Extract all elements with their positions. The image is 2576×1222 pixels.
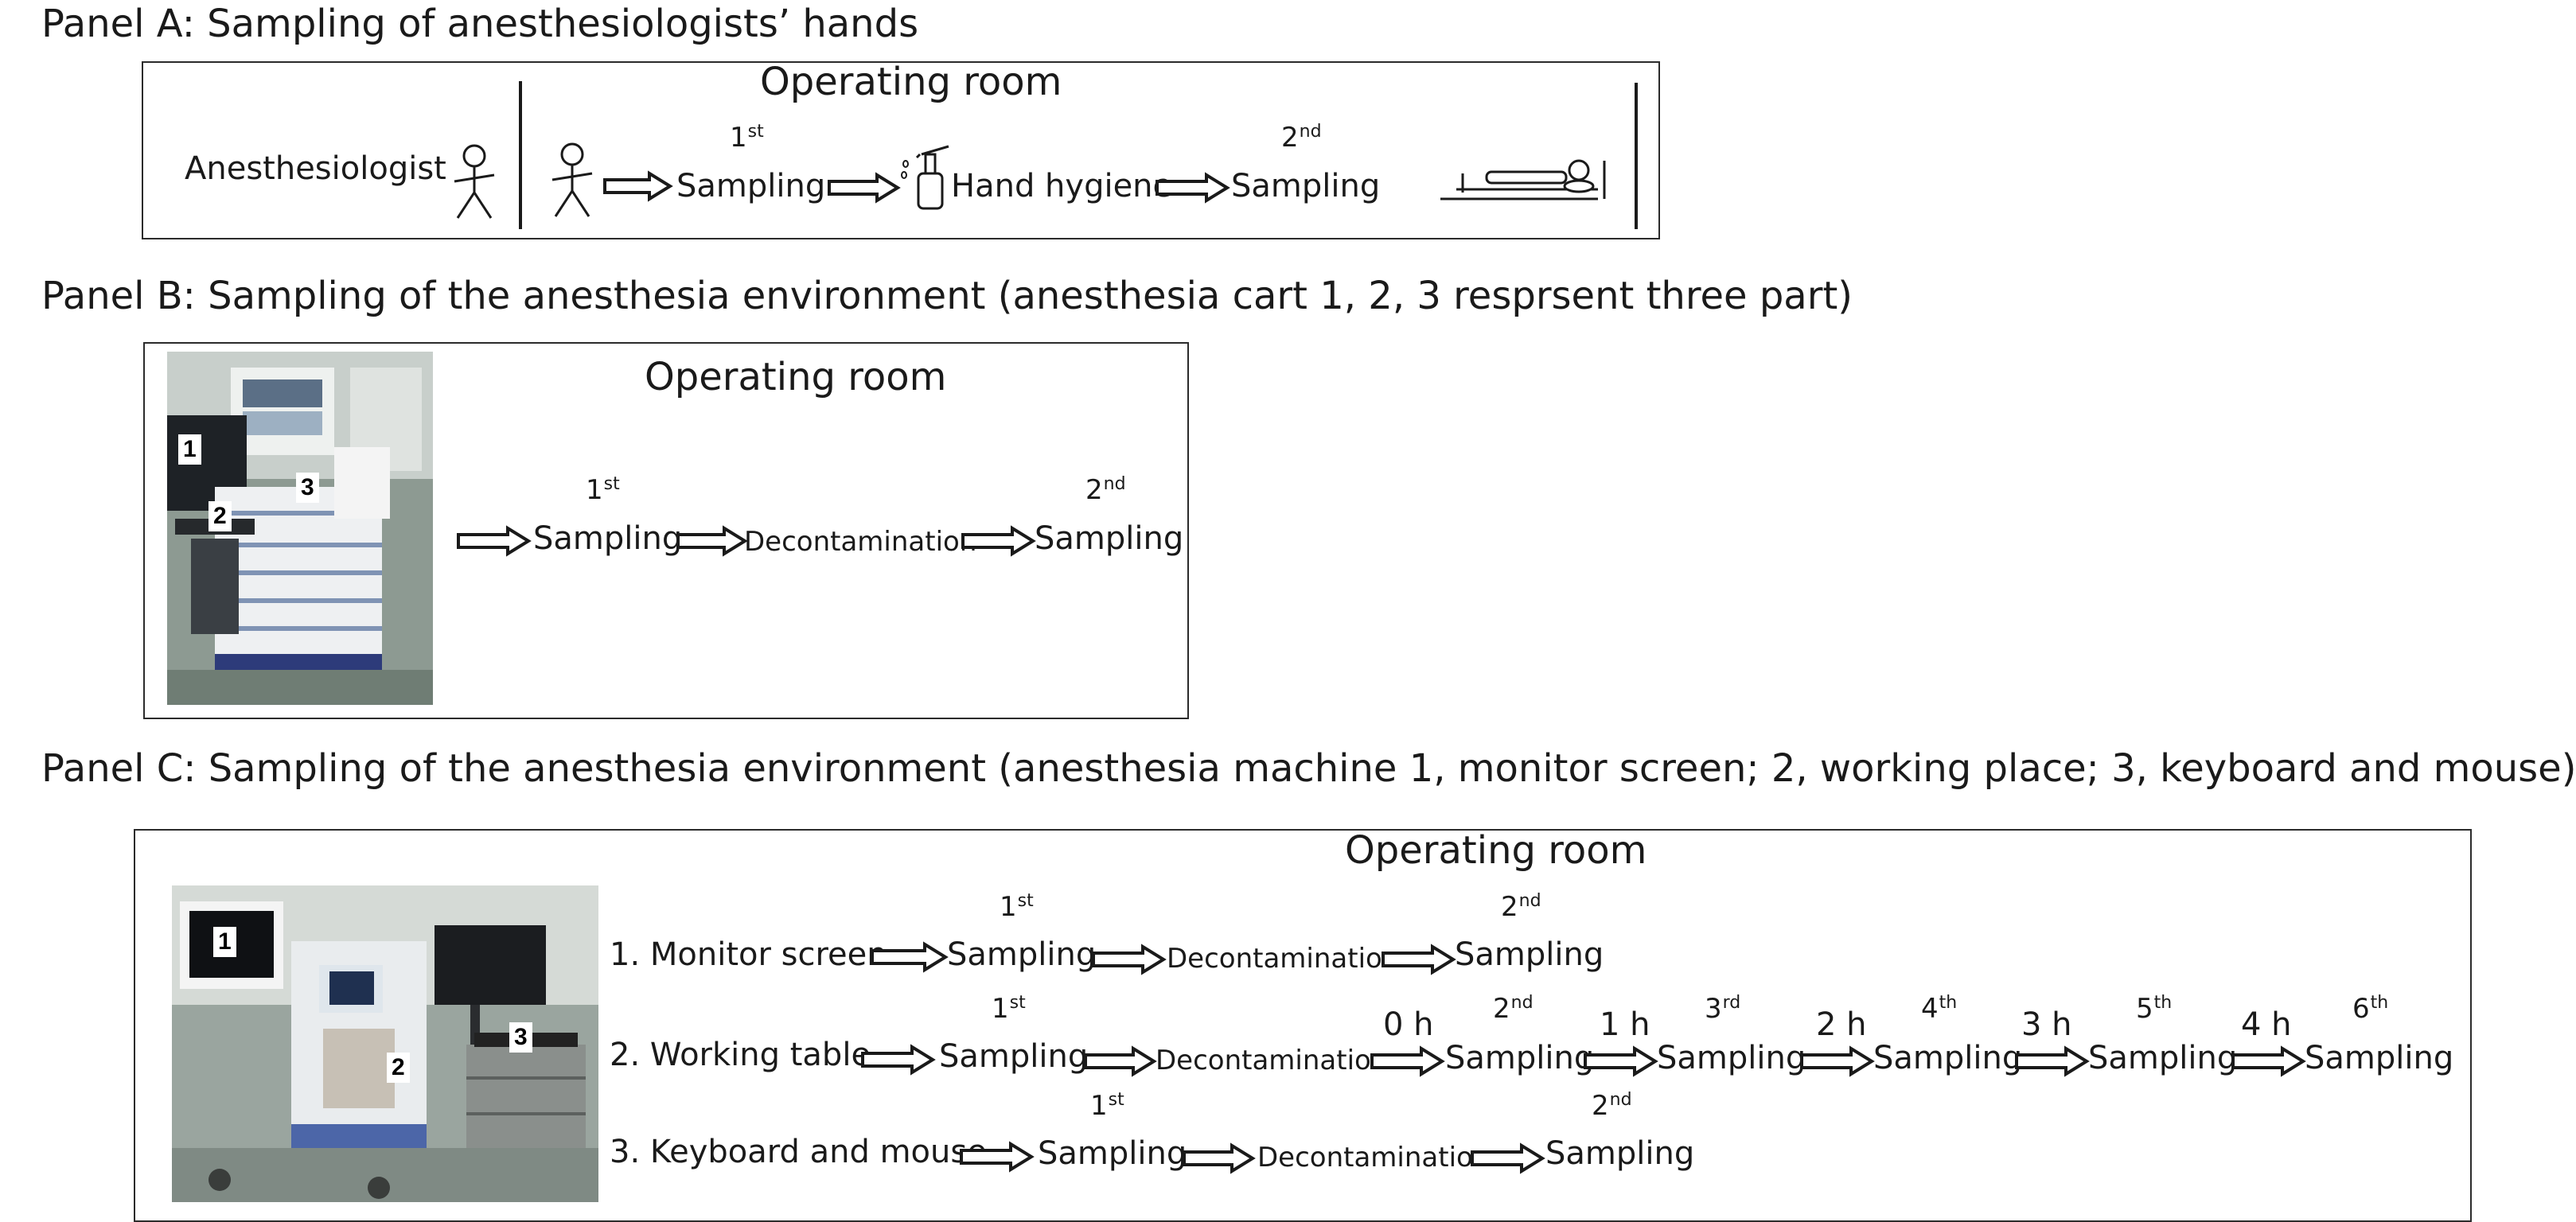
flow-arrow-icon (1183, 1142, 1256, 1174)
ordinal-second: 2nd (1085, 474, 1126, 506)
ordinal-second: 2nd (1281, 122, 1322, 154)
door-divider (519, 81, 522, 229)
row-working-table-label: 2. Working table (610, 1037, 871, 1073)
hours-label: 3 h (2021, 1006, 2072, 1043)
anesthesiologist-label: Anesthesiologist (185, 150, 446, 187)
flow-arrow-icon (457, 525, 532, 557)
person-icon (450, 143, 499, 224)
sampling-second: Sampling (1231, 168, 1381, 204)
hand-hygiene-label: Hand hygiene (951, 168, 1173, 204)
anesthesia-machine-photo: 1 2 3 (172, 885, 598, 1202)
decontamination-label: Decontamination (1155, 1045, 1389, 1076)
sampling-first: Sampling (947, 936, 1097, 973)
ordinal-first: 1st (992, 993, 1026, 1025)
sampling-label: Sampling (2305, 1040, 2454, 1076)
flow-arrow-icon (960, 1141, 1035, 1173)
flow-arrow-icon (603, 170, 673, 202)
flow-arrow-icon (1800, 1045, 1875, 1077)
panel-b-title: Panel B: Sampling of the anesthesia envi… (41, 274, 1853, 318)
hours-label: 4 h (2241, 1006, 2292, 1043)
flow-arrow-icon (1584, 1045, 1658, 1077)
sampling-first: Sampling (1038, 1135, 1187, 1172)
decontamination-label: Decontamination (744, 526, 977, 558)
decontamination-label: Decontamination (1167, 943, 1400, 975)
sampling-label: Sampling (1657, 1040, 1806, 1076)
hours-label: 1 h (1600, 1006, 1650, 1043)
panel-c-room-label: Operating room (1345, 828, 1647, 873)
flow-arrow-icon (861, 1044, 936, 1076)
ordinal-first: 1st (1000, 891, 1034, 923)
ordinal-first: 1st (586, 474, 620, 506)
ordinal-second: 2nd (1592, 1090, 1632, 1122)
flow-arrow-icon (1370, 1045, 1445, 1077)
anesthesia-cart-photo: 1 2 3 (167, 352, 433, 705)
sanitizer-bottle-icon (899, 142, 950, 215)
sampling-label: Sampling (1873, 1040, 2023, 1076)
photo-label-1: 1 (178, 434, 201, 465)
ordinal-first: 1st (730, 122, 764, 154)
hours-label: 0 h (1383, 1006, 1434, 1043)
flow-arrow-icon (2231, 1045, 2306, 1077)
person-icon (548, 142, 597, 223)
flow-arrow-icon (1155, 172, 1230, 204)
decontamination-label: Decontamination (1257, 1142, 1491, 1173)
flow-arrow-icon (871, 941, 949, 973)
hours-label: 2 h (1816, 1006, 1867, 1043)
photo-label-3: 3 (296, 473, 319, 503)
row-keyboard-mouse-label: 3. Keyboard and mouse (610, 1134, 987, 1170)
panel-b-room-label: Operating room (645, 355, 947, 399)
sampling-first: Sampling (533, 520, 683, 557)
row-monitor-screen-label: 1. Monitor screen (610, 936, 887, 973)
flow-arrow-icon (828, 172, 901, 204)
flow-arrow-icon (1084, 1045, 1157, 1077)
sampling-first: Sampling (676, 168, 826, 204)
flow-arrow-icon (1092, 944, 1167, 975)
photo-label-2: 2 (208, 501, 232, 531)
ordinal-first: 1st (1090, 1090, 1124, 1122)
sampling-second: Sampling (1455, 936, 1604, 973)
photo-label-3: 3 (509, 1022, 532, 1053)
flow-arrow-icon (1471, 1142, 1545, 1174)
flow-arrow-icon (1382, 944, 1456, 975)
panel-a-room-label: Operating room (760, 60, 1062, 104)
photo-label-2: 2 (387, 1053, 410, 1083)
flow-arrow-icon (961, 525, 1036, 557)
photo-label-1: 1 (213, 927, 236, 957)
panel-a-box (142, 61, 1660, 239)
ordinal-second: 2nd (1501, 891, 1541, 923)
ordinal-label: 3rd (1705, 993, 1741, 1025)
sampling-first: Sampling (939, 1038, 1089, 1075)
ordinal-label: 6th (2352, 993, 2389, 1025)
flow-arrow-icon (676, 525, 748, 557)
sampling-label: Sampling (2088, 1040, 2238, 1076)
panel-a-title: Panel A: Sampling of anesthesiologists’ … (41, 2, 919, 46)
ordinal-label: 2nd (1493, 993, 1534, 1025)
patient-bed-icon (1439, 153, 1610, 208)
sampling-second: Sampling (1035, 520, 1184, 557)
ordinal-label: 5th (2136, 993, 2173, 1025)
sampling-label: Sampling (1445, 1040, 1595, 1076)
wall-divider (1635, 83, 1638, 229)
sampling-second: Sampling (1545, 1135, 1695, 1172)
flow-arrow-icon (2015, 1045, 2090, 1077)
ordinal-label: 4th (1921, 993, 1958, 1025)
panel-c-title: Panel C: Sampling of the anesthesia envi… (41, 746, 2576, 791)
